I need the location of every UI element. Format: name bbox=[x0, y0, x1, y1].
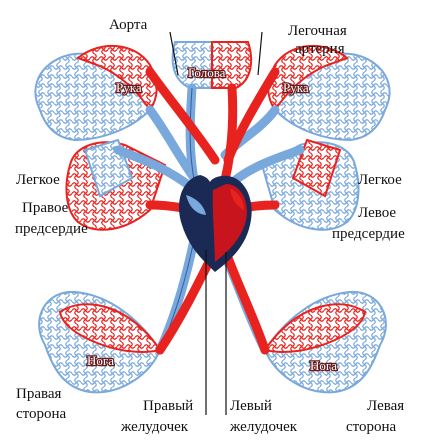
label-right-side-2: сторона bbox=[16, 406, 67, 422]
label-right-ventricle-2: желудочек bbox=[120, 419, 189, 435]
label-lung-left: Легкое bbox=[16, 172, 60, 188]
label-right-atrium-2: предсердие bbox=[15, 221, 88, 237]
label-pulmonary-artery-1: Легочная bbox=[288, 23, 347, 39]
left-leg-capillaries bbox=[38, 290, 162, 394]
label-left-side-2: сторона bbox=[346, 419, 397, 435]
leader-lines bbox=[169, 31, 263, 415]
label-right-ventricle-1: Правый bbox=[143, 398, 193, 414]
label-left-ventricle-2: желудочек bbox=[229, 419, 298, 435]
heart bbox=[179, 175, 252, 272]
label-lung-right: Легкое bbox=[358, 172, 402, 188]
label-right-atrium-1: Правое bbox=[22, 200, 69, 216]
label-head: Голова bbox=[188, 65, 226, 80]
label-pulmonary-artery-2: артерия bbox=[295, 41, 345, 57]
label-aorta: Аорта bbox=[109, 17, 148, 33]
label-left-atrium-2: предсердие bbox=[332, 226, 405, 242]
label-leg-right: Нога bbox=[310, 358, 337, 373]
right-lung-capillaries bbox=[260, 138, 360, 231]
label-arm-right: Рука bbox=[283, 80, 309, 95]
label-left-atrium-1: Левое bbox=[358, 205, 396, 221]
right-leg-capillaries bbox=[263, 290, 387, 394]
label-right-side-1: Правая bbox=[16, 386, 62, 402]
label-left-side-1: Левая bbox=[367, 398, 404, 414]
label-left-ventricle-1: Левый bbox=[230, 398, 272, 414]
label-arm-left: Рука bbox=[116, 80, 142, 95]
label-leg-left: Нога bbox=[87, 353, 114, 368]
left-arm-capillaries bbox=[34, 45, 158, 142]
